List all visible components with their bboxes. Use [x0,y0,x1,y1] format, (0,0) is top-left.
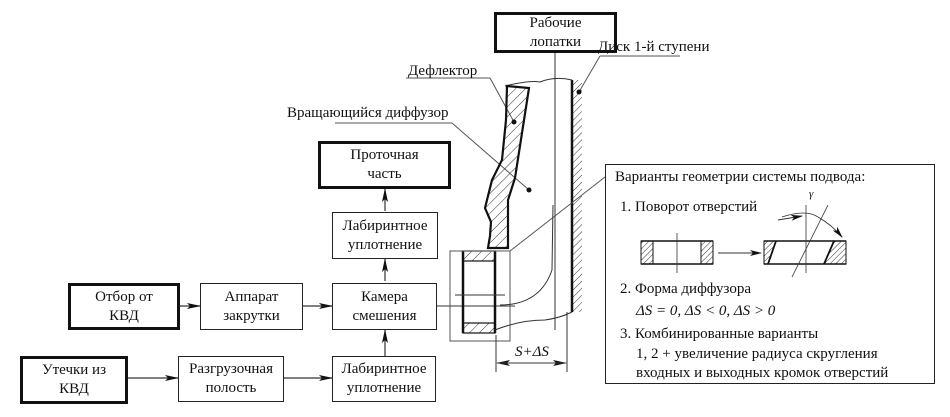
variant-3: 3. Комбинированные варианты [620,326,819,342]
variant-3-line3: входных и выходных кромок отверстий [636,365,889,381]
variant-2-detail: ΔS = 0, ΔS < 0, ΔS > 0 [636,303,776,319]
box-labyrinth-seal-bottom-line2: уплотнение [346,380,422,396]
box-leak-hpc: Утечки из КВД [20,356,128,404]
box-leak-hpc-line2: КВД [59,381,89,397]
box-labyrinth-seal-bottom-line1: Лабиринтное [341,361,427,377]
box-labyrinth-seal-bottom: Лабиринтное уплотнение [332,356,436,402]
box-unloading-cavity-line1: Разгрузочная [189,361,273,377]
hole-rotation-sketch [640,204,847,278]
box-unloading-cavity-line2: полость [205,380,257,396]
box-bleed-hpc-line2: КВД [109,307,139,324]
box-mixing-chamber: Камера смешения [332,283,437,330]
label-dimension: S+ΔS [515,344,549,360]
box-flow-path-line2: часть [367,166,402,182]
detail-frame [449,250,511,342]
box-flow-path-line1: Проточная [350,147,419,163]
box-unloading-cavity: Разгрузочная полость [178,356,284,402]
variant-3-line2: 1, 2 + увеличение радиуса скругления [636,346,878,362]
box-rotor-blades: Рабочие лопатки [494,12,617,53]
variants-panel: Варианты геометрии системы подвода: 1. П… [605,164,935,384]
variant-1: 1. Поворот отверстий [620,199,758,215]
box-mixing-chamber-line2: смешения [352,307,417,324]
box-mixing-chamber-line1: Камера [361,288,408,305]
box-bleed-hpc-line1: Отбор от [95,288,153,305]
box-rotor-blades-line1: Рабочие [529,14,582,31]
box-labyrinth-seal-top: Лабиринтное уплотнение [332,212,438,259]
box-swirl-device-line2: закрутки [223,307,280,324]
box-swirl-device: Аппарат закрутки [200,283,303,330]
label-deflector: Дефлектор [408,63,478,79]
variant-2: 2. Форма диффузора [620,281,752,297]
box-swirl-device-line1: Аппарат [224,288,279,305]
box-labyrinth-seal-top-line2: уплотнение [347,236,423,253]
box-labyrinth-seal-top-line1: Лабиринтное [342,217,428,234]
deflector-body [483,84,531,250]
label-rotating-diffuser: Вращающийся диффузор [287,105,449,121]
angle-gamma: γ [809,188,814,200]
box-bleed-hpc: Отбор от КВД [68,283,180,330]
box-leak-hpc-line1: Утечки из [41,362,107,378]
box-flow-path: Проточная часть [318,141,451,189]
label-disk: Диск 1-й ступени [598,39,710,55]
box-rotor-blades-line2: лопатки [529,33,582,50]
variants-title: Варианты геометрии системы подвода: [615,169,866,185]
